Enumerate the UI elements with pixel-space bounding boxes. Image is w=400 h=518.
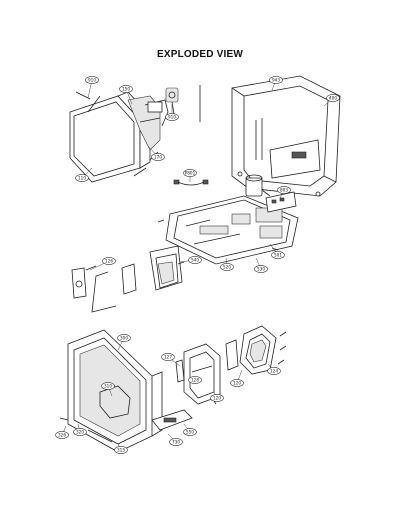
callout-bubble bbox=[220, 263, 234, 271]
part-number-label: 124 bbox=[270, 369, 278, 374]
part-callout-p320: 320 bbox=[73, 428, 87, 436]
left-speaker bbox=[149, 245, 183, 291]
callout-bubble bbox=[73, 428, 87, 436]
power-cord bbox=[173, 179, 209, 186]
part-number-label: 310 bbox=[104, 384, 112, 389]
part-number-label: P801 bbox=[185, 171, 196, 176]
part-callout-p126: 126 bbox=[102, 257, 116, 265]
part-callout-p170: 170 bbox=[151, 153, 165, 161]
callout-bubble bbox=[55, 431, 69, 439]
part-number-label: 520 bbox=[223, 265, 231, 270]
callout-bubble bbox=[267, 367, 281, 375]
part-callout-p110: 110 bbox=[75, 174, 89, 182]
callout-bubble bbox=[210, 394, 224, 402]
part-callout-p540: 540 bbox=[188, 256, 202, 264]
part-callout-p400: 400 bbox=[326, 94, 340, 102]
part-callout-p300: 300 bbox=[117, 334, 131, 342]
callout-bubble bbox=[119, 85, 133, 93]
part-number-label: 110 bbox=[78, 176, 86, 181]
terminal-board bbox=[265, 191, 297, 213]
speaker-bracket bbox=[71, 263, 137, 313]
control-pcb bbox=[151, 409, 193, 431]
part-number-label: 120 bbox=[213, 396, 221, 401]
part-number-label: 128 bbox=[191, 378, 199, 383]
page-title: EXPLODED VIEW bbox=[157, 49, 243, 60]
part-number-label: 150 bbox=[122, 87, 130, 92]
part-number-label: 730 bbox=[172, 440, 180, 445]
callout-bubble bbox=[75, 174, 89, 182]
part-callout-p120b: 120 bbox=[210, 394, 224, 402]
right-speaker bbox=[239, 325, 277, 375]
callout-bubble bbox=[230, 379, 244, 387]
part-callout-p550: 550 bbox=[183, 428, 197, 436]
callout-bubble bbox=[254, 265, 268, 273]
part-number-label: 315 bbox=[117, 448, 125, 453]
part-callout-p943: 943 bbox=[269, 76, 283, 84]
part-callout-p803: 803 bbox=[277, 186, 291, 194]
part-callout-p310: 310 bbox=[101, 382, 115, 390]
callout-bubble bbox=[165, 113, 179, 121]
part-number-label: 550 bbox=[186, 430, 194, 435]
callout-bubble bbox=[269, 76, 283, 84]
part-number-label: 910 bbox=[168, 115, 176, 120]
callout-bubble bbox=[117, 334, 131, 342]
part-number-label: 530 bbox=[257, 267, 265, 272]
part-number-label: 803 bbox=[280, 188, 288, 193]
part-number-label: 910 bbox=[88, 78, 96, 83]
callout-bubble bbox=[271, 251, 285, 259]
callout-bubble bbox=[277, 186, 291, 194]
part-number-label: 326 bbox=[58, 433, 66, 438]
callout-bubble bbox=[85, 76, 99, 84]
part-callout-p128: 128 bbox=[188, 376, 202, 384]
part-callout-p501: 501 bbox=[271, 251, 285, 259]
part-callout-p124: 124 bbox=[267, 367, 281, 375]
back-cover bbox=[231, 75, 341, 197]
part-callout-p150: 150 bbox=[119, 85, 133, 93]
part-number-label: 127 bbox=[164, 355, 172, 360]
part-number-label: 126 bbox=[105, 259, 113, 264]
part-callout-p326: 326 bbox=[55, 431, 69, 439]
part-callout-p520: 520 bbox=[220, 263, 234, 271]
part-callout-p127: 127 bbox=[161, 353, 175, 361]
part-number-label: 170 bbox=[154, 155, 162, 160]
part-number-label: 943 bbox=[272, 78, 280, 83]
part-callout-p910a: 910 bbox=[85, 76, 99, 84]
flyback-transformer bbox=[245, 174, 271, 197]
callout-bubble bbox=[151, 153, 165, 161]
part-number-label: 540 bbox=[191, 258, 199, 263]
neck-assembly bbox=[165, 85, 201, 122]
part-number-label: 501 bbox=[274, 253, 282, 258]
part-number-label: 320 bbox=[76, 430, 84, 435]
part-number-label: 120 bbox=[233, 381, 241, 386]
callout-bubble bbox=[114, 446, 128, 454]
callout-bubble bbox=[188, 376, 202, 384]
part-number-label: 300 bbox=[120, 336, 128, 341]
part-callout-p120a: 120 bbox=[230, 379, 244, 387]
speaker-clips bbox=[175, 339, 239, 383]
callout-bubble bbox=[326, 94, 340, 102]
part-callout-p530: 530 bbox=[254, 265, 268, 273]
callout-bubble bbox=[101, 382, 115, 390]
main-chassis bbox=[165, 195, 299, 265]
callout-bubble bbox=[102, 257, 116, 265]
part-callout-p8901: P801 bbox=[183, 169, 197, 177]
callout-bubble bbox=[188, 256, 202, 264]
part-callout-p315: 315 bbox=[114, 446, 128, 454]
part-number-label: 400 bbox=[329, 96, 337, 101]
picture-tube bbox=[69, 91, 169, 183]
part-callout-p910b: 910 bbox=[165, 113, 179, 121]
callout-bubble bbox=[183, 169, 197, 177]
callout-bubble bbox=[169, 438, 183, 446]
part-callout-p730: 730 bbox=[169, 438, 183, 446]
callout-bubble bbox=[183, 428, 197, 436]
callout-bubble bbox=[161, 353, 175, 361]
